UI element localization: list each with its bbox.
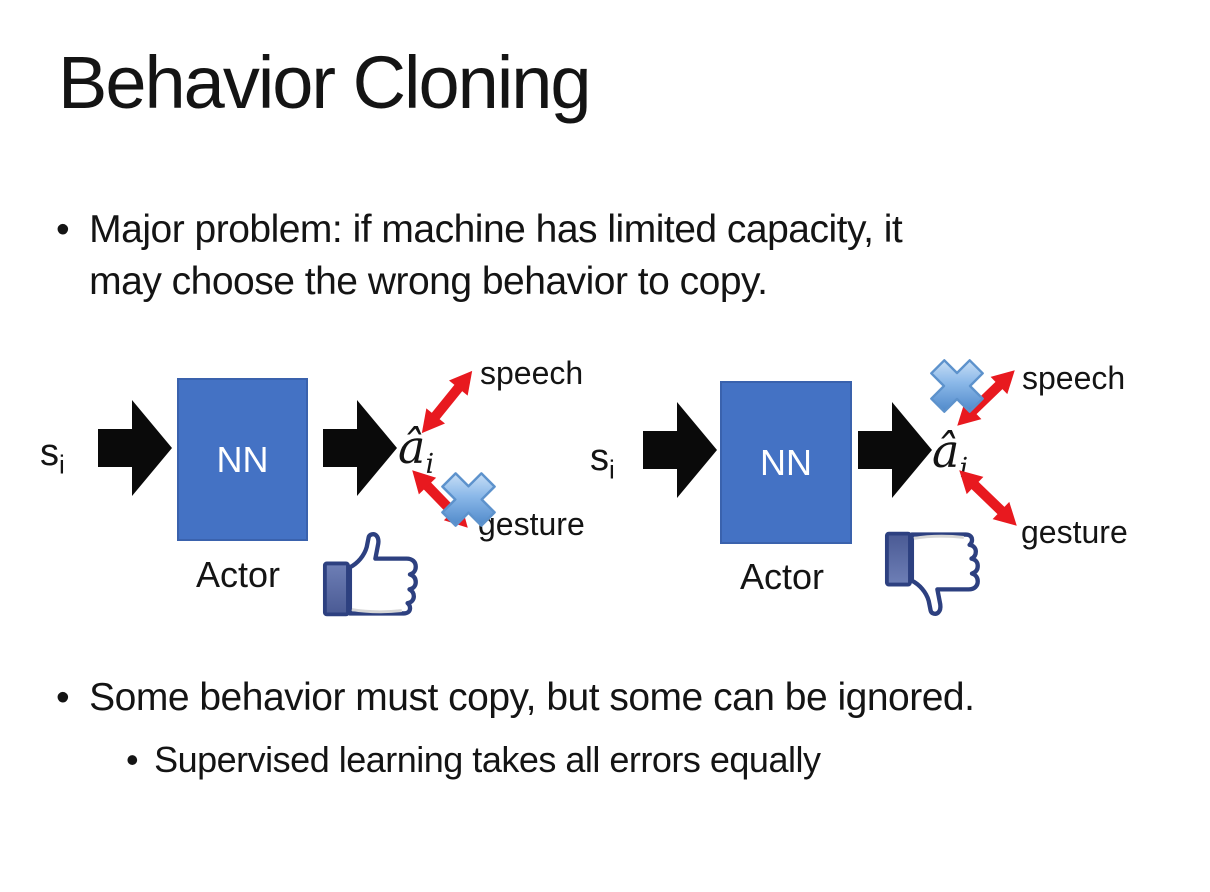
bullet-some-behavior: • Some behavior must copy, but some can … <box>56 672 975 724</box>
output-arrow-icon <box>858 400 932 500</box>
actor-label: Actor <box>196 554 281 595</box>
speech-double-arrow-icon <box>404 359 490 445</box>
input-arrow-icon <box>643 400 717 500</box>
actor-label: Actor <box>740 556 825 597</box>
bullet-marker: • <box>126 739 139 780</box>
nn-box-label: NN <box>216 438 269 480</box>
gesture-label: gesture <box>1021 514 1128 550</box>
sub-bullet-supervised: • Supervised learning takes all errors e… <box>126 736 821 784</box>
bullet-text: Supervised learning takes all errors equ… <box>154 739 821 780</box>
gesture-double-arrow-icon <box>945 455 1031 541</box>
nn-box: NN <box>177 378 308 541</box>
bullet-major-problem: • Major problem: if machine has limited … <box>56 204 903 308</box>
input-arrow-icon <box>98 398 172 498</box>
input-state-label: si <box>40 432 65 480</box>
thumbs-up-icon <box>322 530 422 618</box>
speech-label: speech <box>480 355 584 391</box>
output-action-label: âi <box>398 420 435 481</box>
output-arrow-icon <box>323 398 397 498</box>
output-action-label: âi <box>932 424 969 485</box>
cross-out-icon <box>926 355 988 417</box>
speech-label: speech <box>1022 360 1126 396</box>
bullet-line-2: may choose the wrong behavior to copy. <box>89 260 768 303</box>
nn-box: NN <box>720 381 852 544</box>
gesture-label: gesture <box>478 506 585 542</box>
bullet-text: Some behavior must copy, but some can be… <box>89 676 975 719</box>
thumbs-down-icon <box>884 530 984 618</box>
input-state-label: si <box>590 437 615 485</box>
bullet-marker: • <box>56 208 70 251</box>
slide-title: Behavior Cloning <box>58 41 592 124</box>
cross-out-icon <box>437 468 500 531</box>
bullet-line-1: Major problem: if machine has limited ca… <box>89 208 903 251</box>
bullet-text: Major problem: if machine has limited ca… <box>89 204 903 308</box>
bullet-marker: • <box>56 676 70 719</box>
nn-box-label: NN <box>760 441 812 483</box>
